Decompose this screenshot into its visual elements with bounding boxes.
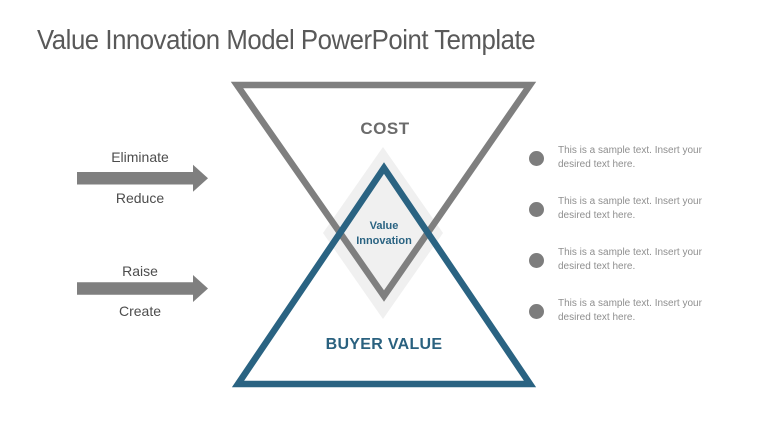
bullet-dot-icon	[529, 303, 544, 319]
buyer-value-label: BUYER VALUE	[325, 336, 443, 353]
value-innovation-label-line1: Value	[369, 220, 399, 232]
bullet-text: This is a sample text. Insert your desir…	[558, 196, 702, 221]
cost-triangle	[230, 81, 537, 302]
diamond-background	[323, 147, 443, 319]
list-item: This is a sample text. Insert your desir…	[529, 195, 728, 223]
slide-title: Value Innovation Model PowerPoint Templa…	[37, 24, 536, 55]
eliminate-label: Eliminate	[111, 149, 169, 165]
eliminate-reduce-arrow-icon	[77, 164, 208, 192]
value-innovation-label: Value Innovation	[334, 219, 434, 249]
list-item: This is a sample text. Insert your desir…	[529, 297, 728, 325]
value-innovation-label-line2: Innovation	[356, 235, 412, 247]
bullet-text: This is a sample text. Insert your desir…	[558, 247, 702, 272]
bullet-text: This is a sample text. Insert your desir…	[558, 298, 702, 323]
list-item: This is a sample text. Insert your desir…	[529, 144, 728, 172]
cost-label: COST	[360, 119, 410, 138]
bullet-dot-icon	[529, 201, 544, 217]
buyer-value-triangle	[231, 162, 537, 388]
reduce-label: Reduce	[115, 190, 165, 206]
raise-label: Raise	[122, 263, 158, 279]
bullet-text: This is a sample text. Insert your desir…	[558, 145, 702, 170]
list-item: This is a sample text. Insert your desir…	[529, 246, 728, 274]
create-label: Create	[118, 303, 162, 319]
raise-create-arrow-icon	[77, 275, 208, 302]
bullet-dot-icon	[529, 150, 544, 166]
bullet-dot-icon	[529, 252, 544, 268]
